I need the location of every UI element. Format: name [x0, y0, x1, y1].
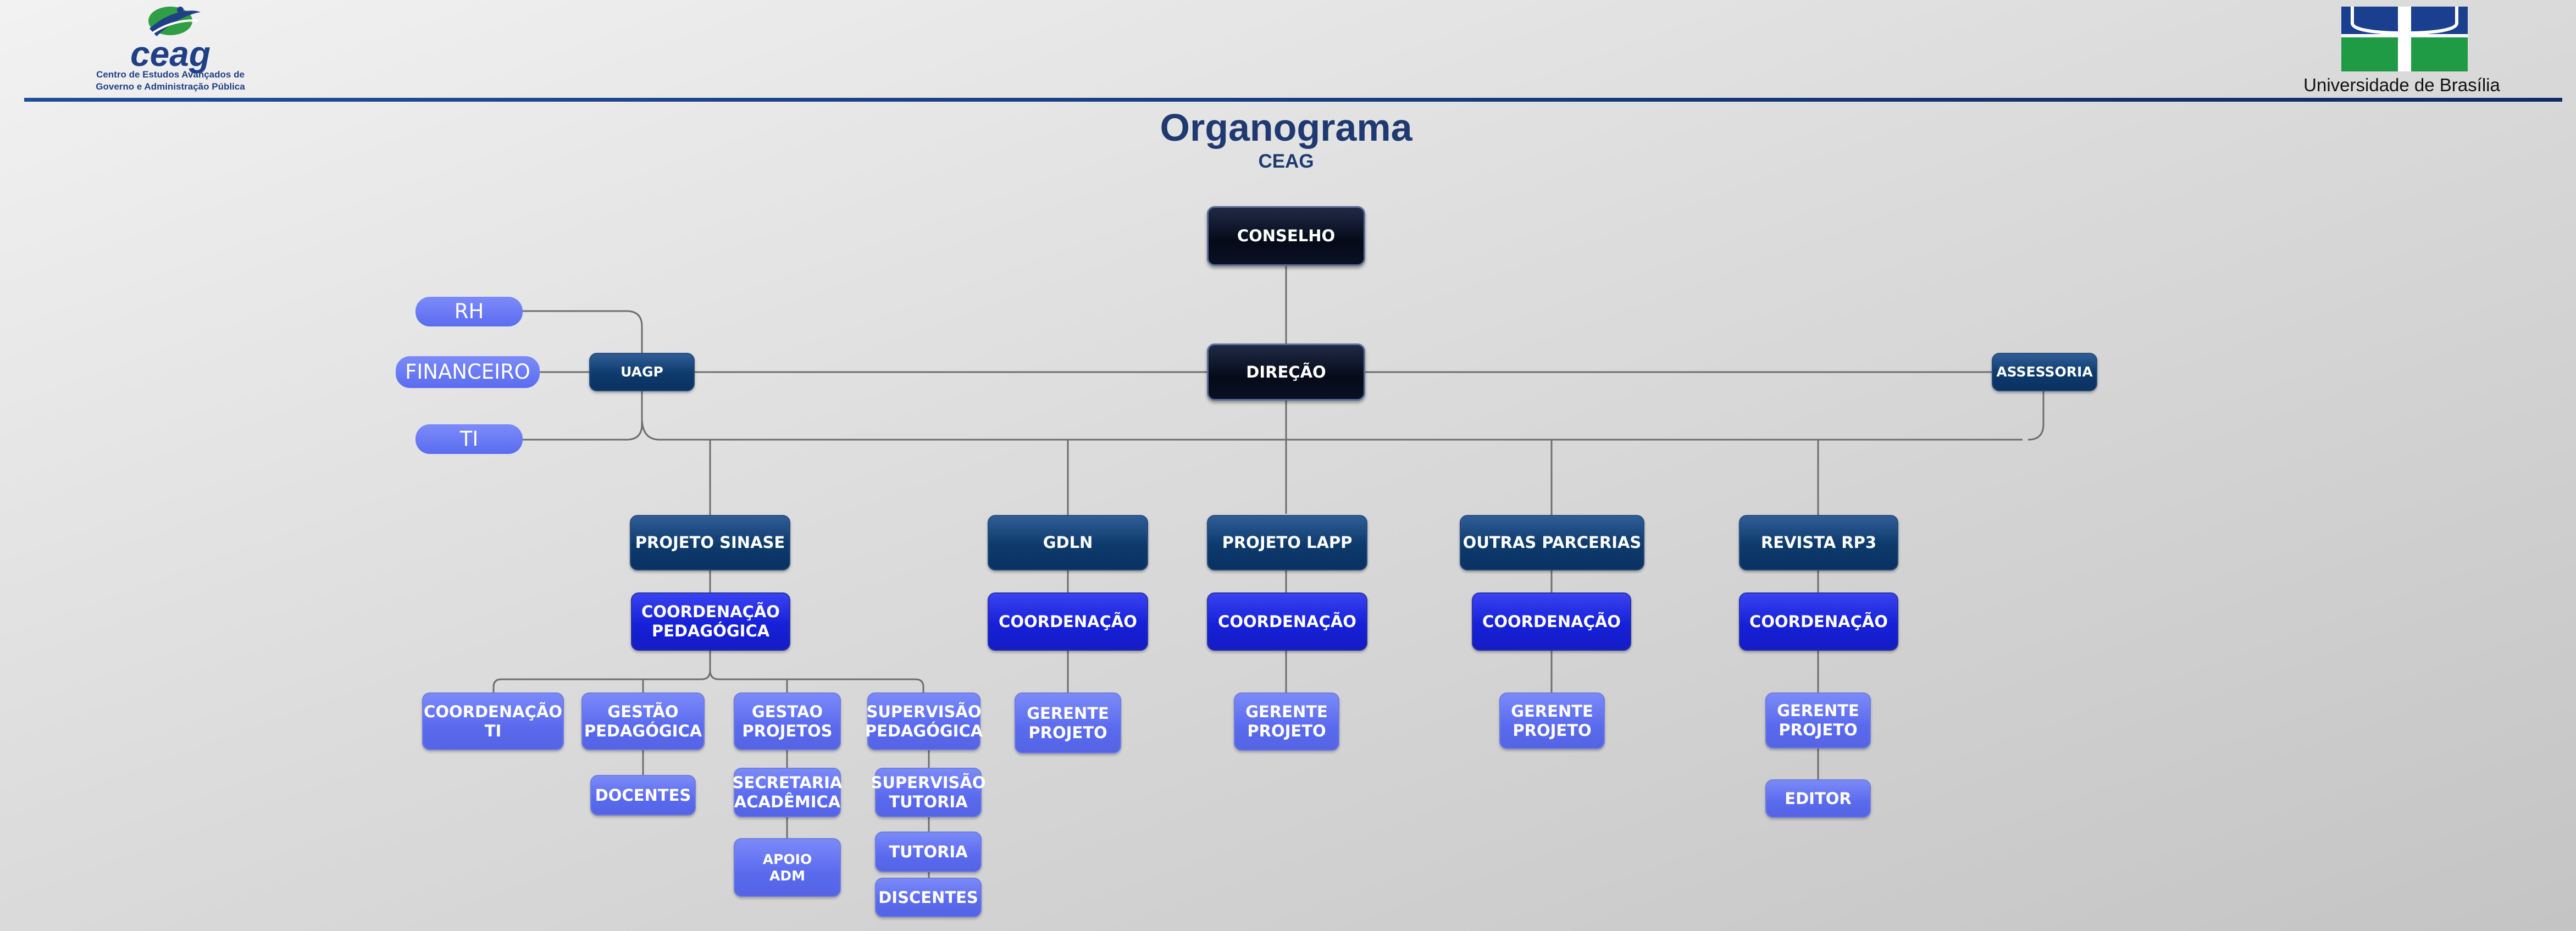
gerente-projeto-parcerias-line-2: PROJETO	[1513, 721, 1592, 740]
gestao-pedagogica-line-1: GESTÃO	[607, 702, 679, 721]
apoio-adm-line-2: ADM	[769, 867, 805, 884]
node-discentes: DISCENTES	[875, 878, 982, 917]
apoio-adm-line-1: APOIO	[762, 851, 812, 867]
node-projeto-lapp: PROJETO LAPP	[1207, 515, 1367, 570]
node-uagp: UAGP	[589, 353, 695, 391]
supervisao-tutoria-line-2: TUTORIA	[889, 793, 968, 811]
gerente-projeto-lapp-line-1: GERENTE	[1245, 702, 1328, 722]
node-direcao: DIREÇÃO	[1207, 343, 1365, 401]
node-secretaria-academica: SECRETARIA ACADÊMICA	[732, 768, 843, 817]
node-tutoria: TUTORIA	[875, 832, 982, 872]
node-coordenacao-lapp: COORDENAÇÃO	[1207, 592, 1367, 651]
node-ti: TI	[416, 424, 523, 454]
ceag-emblem-icon: ceag	[130, 7, 210, 74]
unb-name: Universidade de Brasília	[2303, 75, 2500, 95]
node-gestao-pedagogica: GESTÃO PEDAGÓGICA	[581, 692, 705, 750]
node-gdln: GDLN	[988, 515, 1148, 570]
node-conselho: CONSELHO	[1207, 206, 1365, 266]
gestao-projetos-line-1: GESTAO	[751, 702, 823, 721]
node-coordenacao-pedagogica: COORDENAÇÃO PEDAGÓGICA	[631, 592, 790, 651]
coordenacao-pedagogica-line-1: COORDENAÇÃO	[641, 602, 780, 622]
gerente-projeto-rp3-line-2: PROJETO	[1779, 721, 1858, 739]
node-gerente-projeto-parcerias: GERENTE PROJETO	[1499, 692, 1605, 749]
node-coordenacao-gdln: COORDENAÇÃO	[988, 592, 1148, 651]
node-editor: EDITOR	[1765, 779, 1871, 818]
unb-logo: Universidade de Brasília	[2281, 4, 2523, 98]
header-divider	[24, 98, 2562, 102]
page-title: Organograma	[1160, 106, 1412, 149]
secretaria-academica-line-1: SECRETARIA	[732, 773, 843, 793]
gerente-projeto-rp3-line-1: GERENTE	[1777, 701, 1859, 721]
node-apoio-adm: APOIO ADM	[734, 838, 841, 897]
gerente-projeto-parcerias-line-1: GERENTE	[1511, 701, 1593, 721]
ceag-subtitle-line-1: Centro de Estudos Avançados de	[96, 69, 245, 80]
gestao-projetos-line-2: PROJETOS	[742, 721, 833, 740]
node-coordenacao-rp3: COORDENAÇÃO	[1739, 592, 1898, 651]
node-docentes: DOCENTES	[590, 775, 696, 816]
gerente-projeto-lapp-line-2: PROJETO	[1247, 722, 1326, 740]
node-supervisao-pedagogica: SUPERVISÃO PEDAGÓGICA	[865, 692, 983, 750]
secretaria-academica-line-2: ACADÊMICA	[734, 793, 841, 811]
coordenacao-pedagogica-line-2: PEDAGÓGICA	[651, 622, 770, 640]
gerente-projeto-gdln-line-1: GERENTE	[1027, 703, 1109, 723]
gerente-projeto-gdln-line-2: PROJETO	[1028, 723, 1107, 742]
coordenacao-ti-line-1: COORDENAÇÃO	[424, 702, 562, 721]
node-coordenacao-parcerias: COORDENAÇÃO	[1472, 592, 1631, 651]
node-gerente-projeto-rp3: GERENTE PROJETO	[1765, 692, 1871, 749]
ceag-logo: ceag Centro de Estudos Avançados de Gove…	[88, 4, 253, 98]
coordenacao-ti-line-2: TI	[484, 721, 502, 740]
svg-text:ceag: ceag	[130, 34, 210, 73]
node-financeiro: FINANCEIRO	[396, 356, 540, 388]
gestao-pedagogica-line-2: PEDAGÓGICA	[584, 721, 702, 740]
node-assessoria: ASSESSORIA	[1992, 353, 2097, 391]
node-outras-parcerias: OUTRAS PARCERIAS	[1460, 515, 1644, 570]
supervisao-tutoria-line-1: SUPERVISÃO	[871, 773, 986, 793]
node-rh: RH	[416, 297, 523, 326]
supervisao-pedagogica-line-2: PEDAGÓGICA	[865, 721, 983, 740]
node-revista-rp3: REVISTA RP3	[1739, 515, 1898, 570]
node-gerente-projeto-gdln: GERENTE PROJETO	[1015, 692, 1121, 753]
ceag-subtitle-line-2: Governo e Administração Pública	[96, 81, 245, 92]
page-subtitle: CEAG	[1258, 151, 1314, 172]
node-coordenacao-ti: COORDENAÇÃO TI	[422, 692, 564, 750]
supervisao-pedagogica-line-1: SUPERVISÃO	[866, 702, 982, 721]
unb-emblem-icon	[2341, 7, 2468, 71]
node-gestao-projetos: GESTAO PROJETOS	[734, 692, 841, 750]
node-supervisao-tutoria: SUPERVISÃO TUTORIA	[871, 768, 986, 817]
node-projeto-sinase: PROJETO SINASE	[630, 515, 790, 570]
node-gerente-projeto-lapp: GERENTE PROJETO	[1234, 692, 1339, 751]
